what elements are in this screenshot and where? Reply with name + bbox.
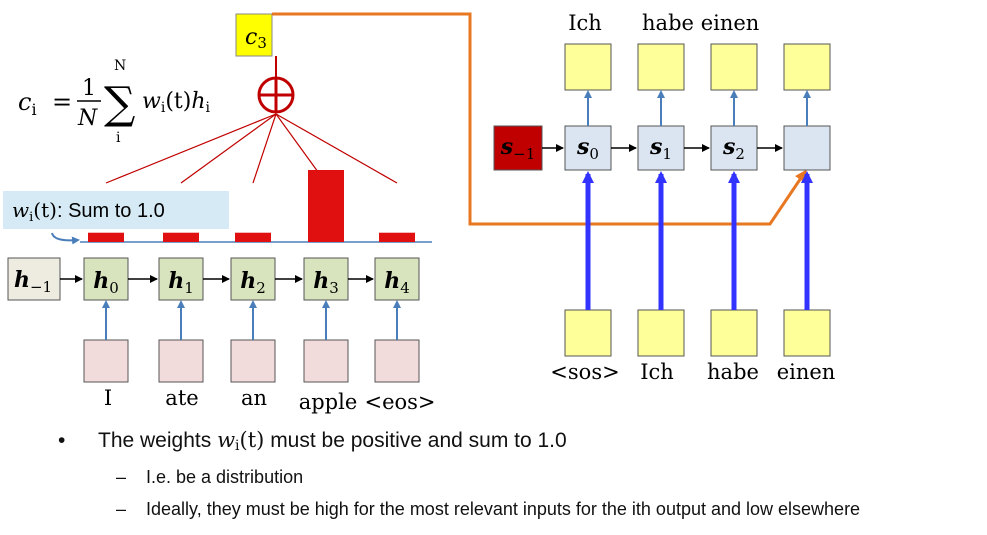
- decoder-input-word-1: Ich: [640, 360, 674, 384]
- encoder-state-label-2: h2: [240, 268, 266, 297]
- formula-equals: =: [52, 88, 72, 116]
- encoder-state-1: [158, 257, 204, 301]
- formula-sum-bottom: i: [116, 130, 121, 146]
- decoder-output-box-2: [710, 43, 758, 91]
- encoder-state-label-4: h4: [384, 268, 410, 297]
- formula-frac-num: 1: [82, 76, 96, 101]
- formula-frac-den: N: [77, 106, 98, 131]
- decoder-input-word-0: <sos>: [550, 360, 619, 384]
- context-vector-label: c3: [245, 25, 267, 52]
- encoder-input-box-2: [230, 339, 276, 383]
- weight-bar-0: [88, 232, 124, 242]
- attention-lines: [105, 113, 398, 184]
- decoder-initial-state: [493, 125, 543, 171]
- decoder-initial-label: s−1: [500, 134, 536, 163]
- encoder-state-label-1: h1: [168, 268, 194, 297]
- weight-bars: [88, 170, 415, 242]
- encoder-input-box-0: [83, 339, 129, 383]
- decoder-output-box-3: [783, 43, 831, 91]
- encoder-word-3: apple: [299, 390, 358, 414]
- weights-pointer-arrow: [51, 232, 80, 245]
- decoder-state-label-0: s0: [576, 134, 599, 163]
- encoder-state-3: [303, 257, 349, 301]
- decoder-state-2: [710, 125, 758, 171]
- weight-bar-4: [379, 232, 415, 242]
- encoder-state-4: [374, 257, 420, 301]
- weight-bar-3: [308, 170, 344, 242]
- formula-sum-top: N: [114, 58, 126, 74]
- decoder-output-word-0: Ich: [568, 11, 602, 35]
- decoder-input-word-3: einen: [777, 360, 836, 384]
- encoder-state-2: [230, 257, 276, 301]
- encoder-word-0: I: [104, 386, 112, 410]
- weight-bar-1: [163, 232, 199, 242]
- decoder-state-1: [637, 125, 685, 171]
- formula-sigma: ∑: [104, 78, 135, 129]
- encoder-state-label-3: h3: [313, 268, 339, 297]
- encoder-initial-label: h−1: [14, 267, 52, 296]
- encoder-initial-state: [7, 257, 61, 301]
- decoder-input-box-3: [783, 309, 831, 357]
- encoder-input-box-1: [158, 339, 204, 383]
- decoder-state-label-2: s2: [722, 134, 745, 163]
- decoder-output-word-2: einen: [701, 11, 760, 35]
- attention-line-4: [275, 113, 398, 184]
- decoder-input-box-2: [710, 309, 758, 357]
- decoder-state-3: [783, 125, 831, 171]
- encoder-word-4: <eos>: [364, 390, 435, 414]
- weights-label-box: [3, 191, 229, 229]
- encoder-input-box-3: [303, 339, 349, 383]
- context-formula: ci = 1 N N ∑ i wi(t)hi: [18, 58, 211, 146]
- attention-line-2: [252, 113, 277, 184]
- decoder-input-word-2: habe: [707, 360, 759, 384]
- encoder-input-box-4: [374, 339, 420, 383]
- decoder-output-box-1: [637, 43, 685, 91]
- attention-line-0: [105, 113, 277, 184]
- encoder-word-2: an: [241, 386, 267, 410]
- decoder-output-word-1: habe: [642, 11, 694, 35]
- decoder-input-box-1: [637, 309, 685, 357]
- attention-line-1: [180, 113, 277, 184]
- decoder-input-box-0: [564, 309, 612, 357]
- formula-term: wi(t)hi: [142, 89, 211, 116]
- encoder-state-label-0: h0: [93, 268, 119, 297]
- context-vector-box: [235, 13, 273, 57]
- encoder-word-1: ate: [165, 386, 198, 410]
- decoder-state-0: [564, 125, 612, 171]
- weight-bar-2: [235, 232, 271, 242]
- decoder-state-label-1: s1: [649, 134, 672, 163]
- formula-lhs: ci: [18, 88, 37, 119]
- weights-label: wi(t): Sum to 1.0: [12, 198, 165, 225]
- context-route-line: [272, 12, 807, 226]
- decoder-output-box-0: [564, 43, 612, 91]
